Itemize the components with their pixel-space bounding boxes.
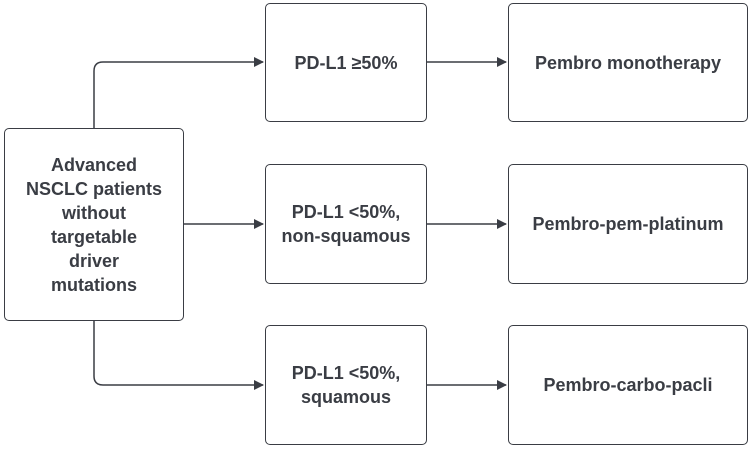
- connector-source-to-condition-1: [93, 57, 264, 128]
- condition-box-pdl1-low-squamous: PD-L1 <50%, squamous: [265, 325, 427, 445]
- condition-box-pdl1-high: PD-L1 ≥50%: [265, 3, 427, 122]
- treatment-box-pembro-pem-platinum: Pembro-pem-platinum: [508, 164, 748, 284]
- patient-population-box: Advanced NSCLC patients without targetab…: [4, 128, 184, 321]
- condition-label: PD-L1 ≥50%: [294, 52, 398, 73]
- condition-label: PD-L1 <50%, non-squamous: [281, 202, 411, 246]
- treatment-box-pembro-monotherapy: Pembro monotherapy: [508, 3, 748, 122]
- connector-source-to-condition-3: [93, 321, 264, 390]
- condition-box-pdl1-low-nonsquamous: PD-L1 <50%, non-squamous: [265, 164, 427, 284]
- patient-population-label: Advanced NSCLC patients without targetab…: [25, 154, 162, 295]
- treatment-label: Pembro monotherapy: [534, 52, 722, 73]
- treatment-box-pembro-carbo-pacli: Pembro-carbo-pacli: [508, 325, 748, 445]
- treatment-label: Pembro-pem-platinum: [532, 214, 724, 234]
- treatment-label: Pembro-carbo-pacli: [543, 375, 713, 395]
- condition-label: PD-L1 <50%, squamous: [291, 363, 401, 407]
